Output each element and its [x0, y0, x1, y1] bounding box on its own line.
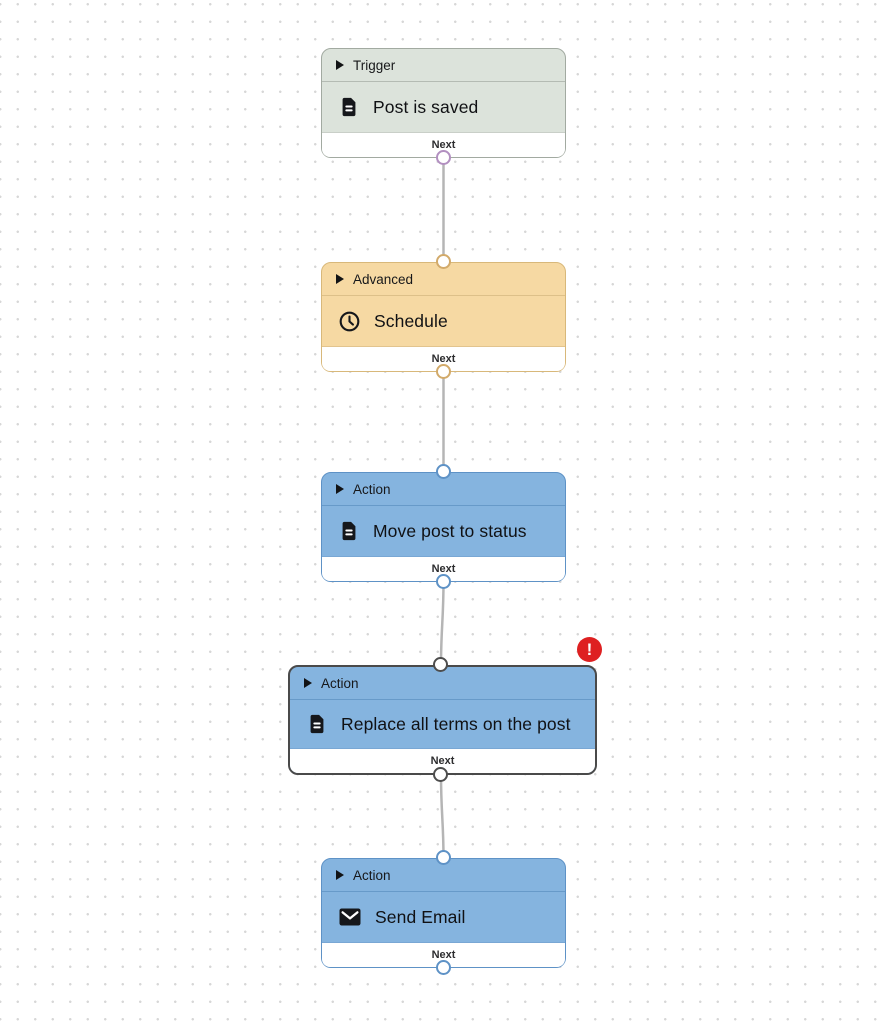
node-action-send-email[interactable]: Action Send Email Next: [321, 858, 566, 968]
document-icon: [338, 96, 360, 118]
connection-line[interactable]: [439, 774, 445, 859]
input-port[interactable]: [436, 254, 451, 269]
disclosure-triangle-icon: [336, 60, 344, 70]
output-port[interactable]: [436, 150, 451, 165]
next-label: Next: [430, 755, 455, 767]
node-trigger-post-is-saved[interactable]: Trigger Post is saved Next: [321, 48, 566, 158]
node-action-replace-all-terms[interactable]: Action Replace all terms on the post Nex…: [288, 665, 597, 775]
input-port[interactable]: [436, 464, 451, 479]
node-category-label: Action: [321, 675, 359, 691]
node-advanced-schedule[interactable]: Advanced Schedule Next: [321, 262, 566, 372]
connection-line[interactable]: [439, 581, 445, 666]
node-category-label: Action: [353, 867, 391, 883]
node-action-move-post-to-status[interactable]: Action Move post to status Next: [321, 472, 566, 582]
clock-icon: [338, 310, 361, 333]
disclosure-triangle-icon: [336, 274, 344, 284]
next-label: Next: [431, 139, 456, 151]
error-exclamation: !: [586, 640, 593, 659]
node-body: Post is saved: [322, 82, 565, 132]
output-port[interactable]: [436, 960, 451, 975]
document-icon: [338, 520, 360, 542]
node-body: Move post to status: [322, 506, 565, 556]
node-title: Replace all terms on the post: [341, 713, 571, 734]
node-header[interactable]: Trigger: [322, 49, 565, 82]
output-port[interactable]: [436, 364, 451, 379]
output-port[interactable]: [433, 767, 448, 782]
disclosure-triangle-icon: [304, 678, 312, 688]
node-title: Schedule: [374, 310, 448, 331]
node-header[interactable]: Action: [290, 667, 595, 700]
node-header[interactable]: Action: [322, 473, 565, 506]
node-body: Replace all terms on the post: [290, 700, 595, 748]
node-header[interactable]: Advanced: [322, 263, 565, 296]
input-port[interactable]: [433, 657, 448, 672]
input-port[interactable]: [436, 850, 451, 865]
node-footer: Next: [322, 346, 565, 371]
disclosure-triangle-icon: [336, 870, 344, 880]
node-body: Schedule: [322, 296, 565, 346]
node-category-label: Action: [353, 481, 391, 497]
node-body: Send Email: [322, 892, 565, 942]
next-label: Next: [431, 563, 456, 575]
node-header[interactable]: Action: [322, 859, 565, 892]
output-port[interactable]: [436, 574, 451, 589]
error-badge[interactable]: !: [577, 637, 602, 662]
node-title: Send Email: [375, 906, 466, 927]
next-label: Next: [431, 353, 456, 365]
node-category-label: Trigger: [353, 57, 396, 73]
disclosure-triangle-icon: [336, 484, 344, 494]
mail-icon: [338, 906, 362, 928]
document-icon: [306, 713, 328, 735]
node-title: Move post to status: [373, 520, 527, 541]
node-category-label: Advanced: [353, 271, 414, 287]
node-title: Post is saved: [373, 96, 479, 117]
next-label: Next: [431, 949, 456, 961]
